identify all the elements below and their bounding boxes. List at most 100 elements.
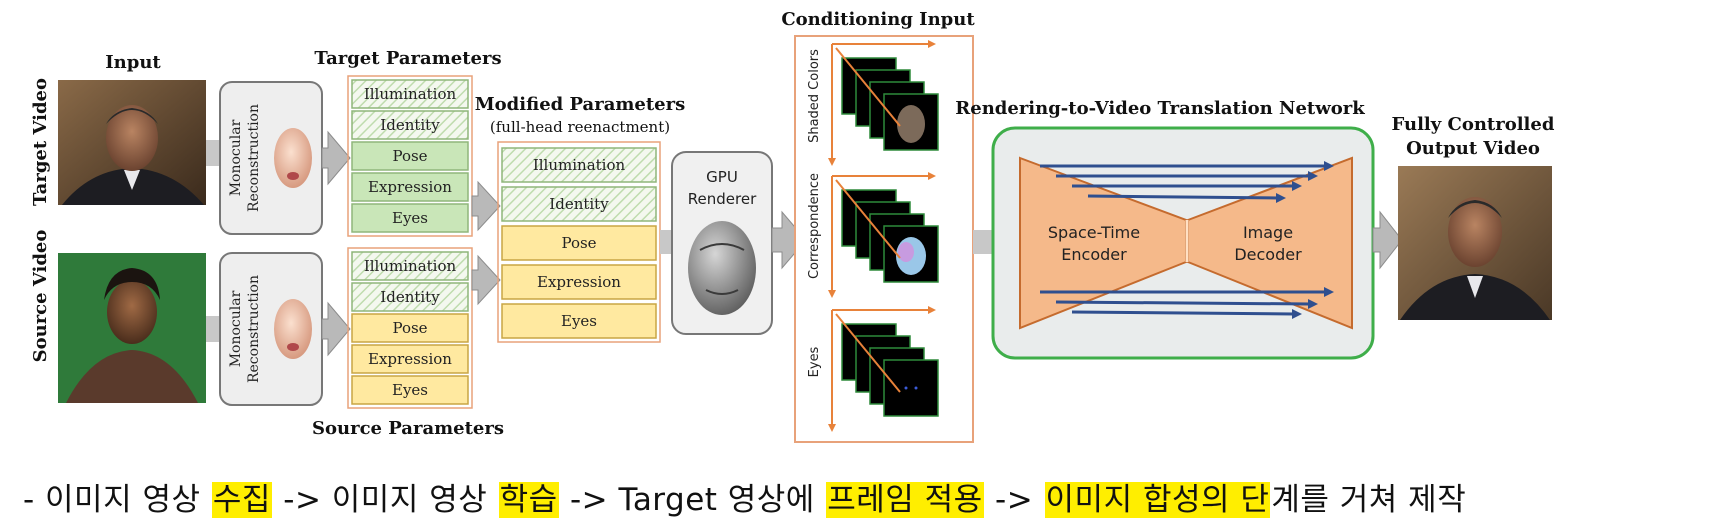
arrowhead-icon [928,40,936,48]
skip-arrow [1071,310,1295,316]
caption-highlight: 이미지 합성의 단 [1044,482,1271,518]
parameter-box [351,172,469,202]
face-mesh-icon [688,221,756,315]
eyes-label: Eyes [807,346,822,377]
arrow-icon [471,180,501,232]
decoder-label-1: Image [1243,223,1293,242]
parameter-label: Identity [380,116,440,134]
arrowhead-icon [1308,299,1318,309]
arrowhead-icon [1292,181,1302,191]
caption-part: - 이미지 영상 [23,482,211,518]
monocular-label: Monocular [228,290,244,367]
arrowhead-icon [928,172,936,180]
conditioning-frame-stacks [828,40,939,432]
renderer-label: Renderer [688,190,757,208]
parameter-box [351,313,469,343]
monocular-reconstruction-top: Monocular Reconstruction [219,81,323,235]
parameter-box [501,303,657,339]
parameter-label: Illumination [364,85,457,103]
skip-arrow [1055,300,1311,306]
parameter-label: Identity [549,195,609,213]
axis-line [835,313,901,393]
arrow-icon [321,130,351,186]
arrowhead-icon [1292,309,1302,319]
network-title: Rendering-to-Video Translation Network [955,98,1365,119]
parameter-label: Pose [392,319,427,337]
eye-dot [914,386,918,390]
skip-connections [1040,161,1334,319]
shaded-face-icon [897,105,925,143]
parameter-box [351,375,469,405]
monocular-reconstruction-bottom: Monocular Reconstruction [219,252,323,406]
correspondence-label: Correspondence [807,173,822,279]
parameter-label: Expression [368,350,452,368]
caption-part: -> [984,482,1044,518]
reconstruction-label: Reconstruction [246,104,262,212]
parameter-box [501,225,657,261]
parameter-box [351,344,469,374]
shaded-colors-label: Shaded Colors [807,49,822,143]
skip-arrow [1087,194,1279,200]
arrowhead-icon [828,158,836,166]
parameter-box [351,79,469,109]
decoder-label-2: Decoder [1234,245,1302,264]
parameter-label: Expression [537,273,621,291]
encoder-label-2: Encoder [1061,245,1127,264]
arrowhead-icon [1308,171,1318,181]
modified-parameters-title: Modified Parameters [475,94,686,115]
parameter-label: Eyes [561,312,597,330]
parameter-box [501,147,657,183]
output-title-2: Output Video [1406,138,1540,159]
parameter-label: Expression [368,178,452,196]
monocular-label: Monocular [228,119,244,196]
gpu-renderer: GPU Renderer [671,151,773,335]
arrowhead-icon [828,424,836,432]
parameter-label: Eyes [392,381,428,399]
conditioning-input-title: Conditioning Input [781,9,975,30]
parameter-label: Illumination [364,257,457,275]
caption-part: 계를 거쳐 제작 [1271,482,1467,518]
source-parameters-title: Source Parameters [312,418,504,439]
parameter-box [351,110,469,140]
arrow-icon [471,254,501,306]
encoder-decoder: Space-Time Encoder Image Decoder [1019,156,1353,330]
parameter-label: Illumination [533,156,626,174]
face-model-icon [274,299,312,359]
arrowhead-icon [1276,193,1286,203]
source-video-label: Source Video [30,230,51,363]
caption-highlight: 프레임 적용 [826,482,984,518]
parameter-box [351,251,469,281]
pipeline-diagram: Input Target Video Source Video Monocula… [30,9,1555,443]
parameter-box [351,203,469,233]
parameter-label: Identity [380,288,440,306]
encoder-label-1: Space-Time [1048,223,1140,242]
parameter-box [501,264,657,300]
caption-part: -> Target 영상에 [559,482,826,518]
caption-part: -> 이미지 영상 [272,482,498,518]
parameter-box [351,141,469,171]
axis-line [835,47,901,127]
output-video-image [1398,166,1552,320]
reconstruction-label: Reconstruction [246,275,262,383]
axis-line [835,179,901,259]
caption-highlight: 수집 [211,482,272,518]
parameter-label: Pose [561,234,596,252]
caption-highlight: 학습 [498,482,559,518]
arrow-icon [1372,210,1403,270]
correspondence-shade [898,242,914,262]
target-parameters-title: Target Parameters [314,48,501,69]
face-model-icon [274,128,312,188]
caption-text: - 이미지 영상 수집 -> 이미지 영상 학습 -> Target 영상에 프… [22,474,1722,519]
eye-dot [904,386,908,390]
parameter-label: Pose [392,147,427,165]
parameter-box [351,282,469,312]
gpu-label: GPU [706,168,738,186]
arrowhead-icon [828,290,836,298]
arrowhead-icon [928,306,936,314]
output-title-1: Fully Controlled [1392,114,1555,135]
parameter-label: Eyes [392,209,428,227]
arrowhead-icon [1324,161,1334,171]
